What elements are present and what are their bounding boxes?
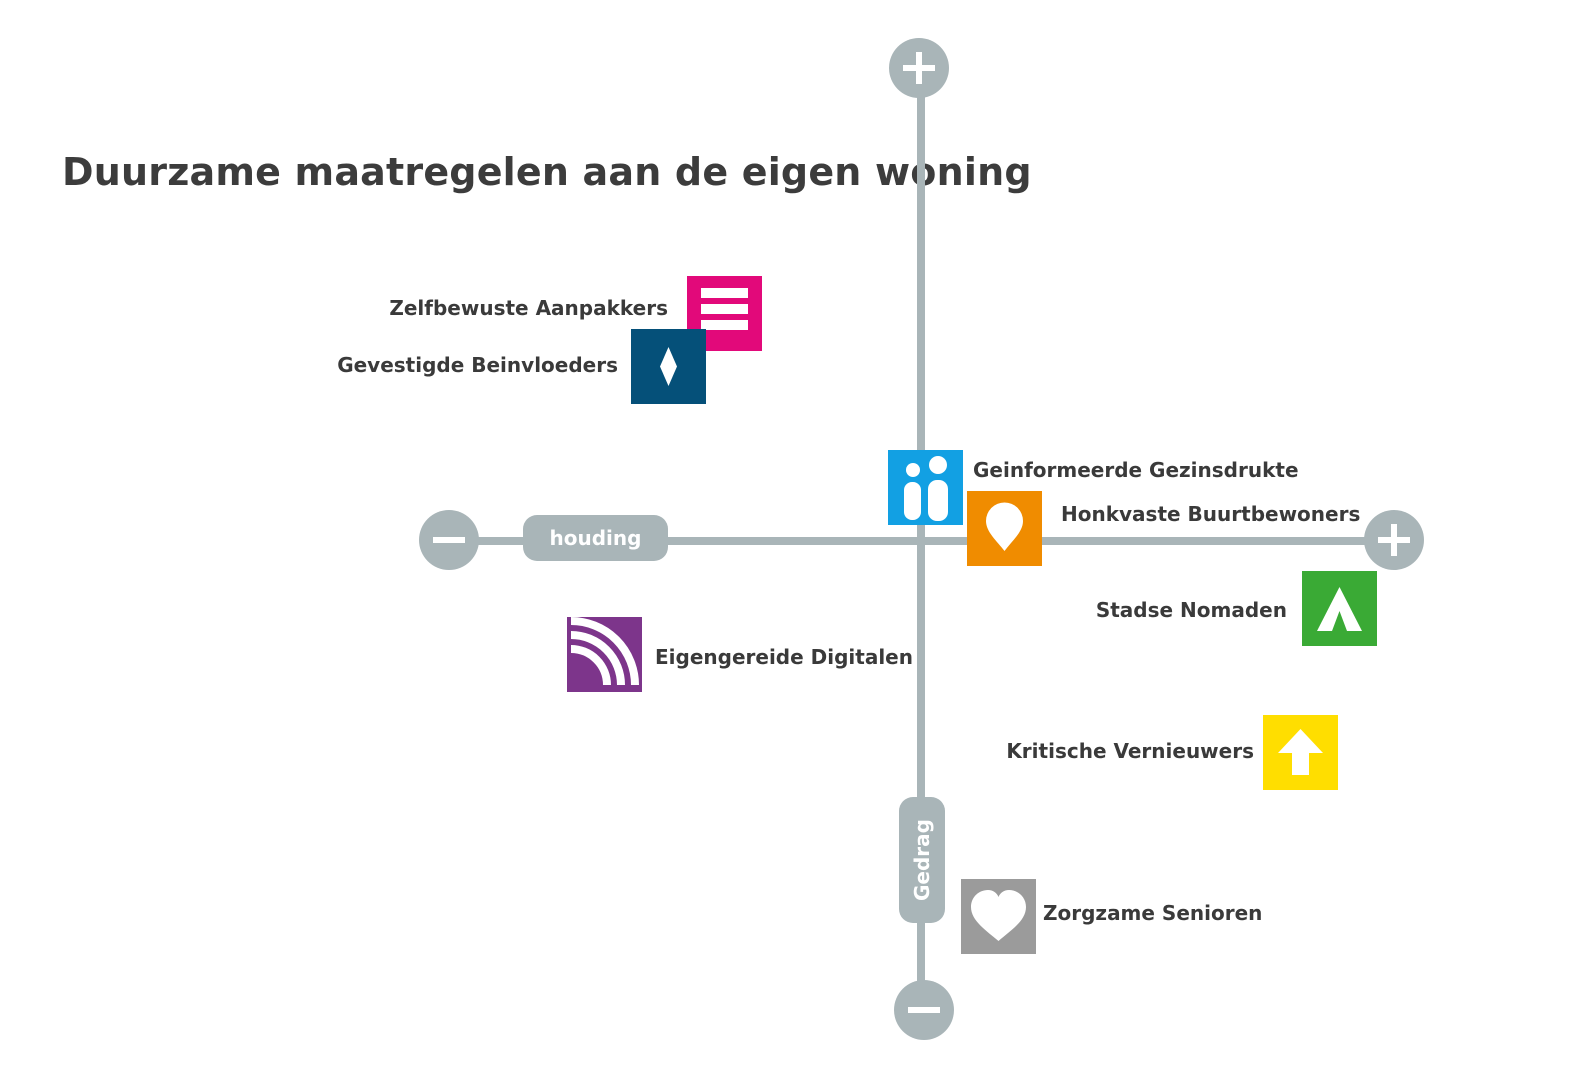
segment-gevestigde-beinvloeders-icon [631, 329, 706, 404]
segment-eigengereide-digitalen-icon [567, 617, 642, 692]
segment-label: Stadse Nomaden [1095, 598, 1287, 622]
page-title: Duurzame maatregelen aan de eigen woning [62, 150, 1032, 194]
heart-icon [961, 879, 1036, 954]
horizontal-axis-label: houding [523, 515, 668, 561]
segment-label: Kritische Vernieuwers [1006, 739, 1254, 763]
segment-label: Zorgzame Senioren [1043, 901, 1263, 925]
vertical-axis-label: Gedrag [899, 797, 945, 923]
segment-label: Gevestigde Beinvloeders [337, 353, 618, 377]
arcs-icon [567, 617, 642, 692]
segment-label: Geinformeerde Gezinsdrukte [973, 458, 1299, 482]
segment-label: Honkvaste Buurtbewoners [1061, 502, 1361, 526]
arrow-up-icon [1263, 715, 1338, 790]
plus-icon [903, 52, 935, 84]
segment-label: Zelfbewuste Aanpakkers [389, 296, 668, 320]
segment-zorgzame-senioren-icon [961, 879, 1036, 954]
segment-honkvaste-buurtbewoners-icon [967, 491, 1042, 566]
horizontal-axis-plus [1364, 510, 1424, 570]
tent-icon [1302, 571, 1377, 646]
segment-label: Eigengereide Digitalen [655, 645, 913, 669]
vertical-axis-line [917, 90, 925, 1005]
segment-geinformeerde-gezinsdrukte-icon [888, 450, 963, 525]
horizontal-axis-minus [419, 510, 479, 570]
horizontal-axis-line [475, 537, 1375, 545]
minus-icon [433, 537, 465, 543]
segment-kritische-vernieuwers-icon [1263, 715, 1338, 790]
people-icon [888, 450, 963, 525]
plus-icon [1378, 524, 1410, 556]
vertical-axis-plus [889, 38, 949, 98]
pin-icon [967, 491, 1042, 566]
segment-stadse-nomaden-icon [1302, 571, 1377, 646]
diamond-icon [631, 329, 706, 404]
minus-icon [908, 1007, 940, 1013]
vertical-axis-minus [894, 980, 954, 1040]
